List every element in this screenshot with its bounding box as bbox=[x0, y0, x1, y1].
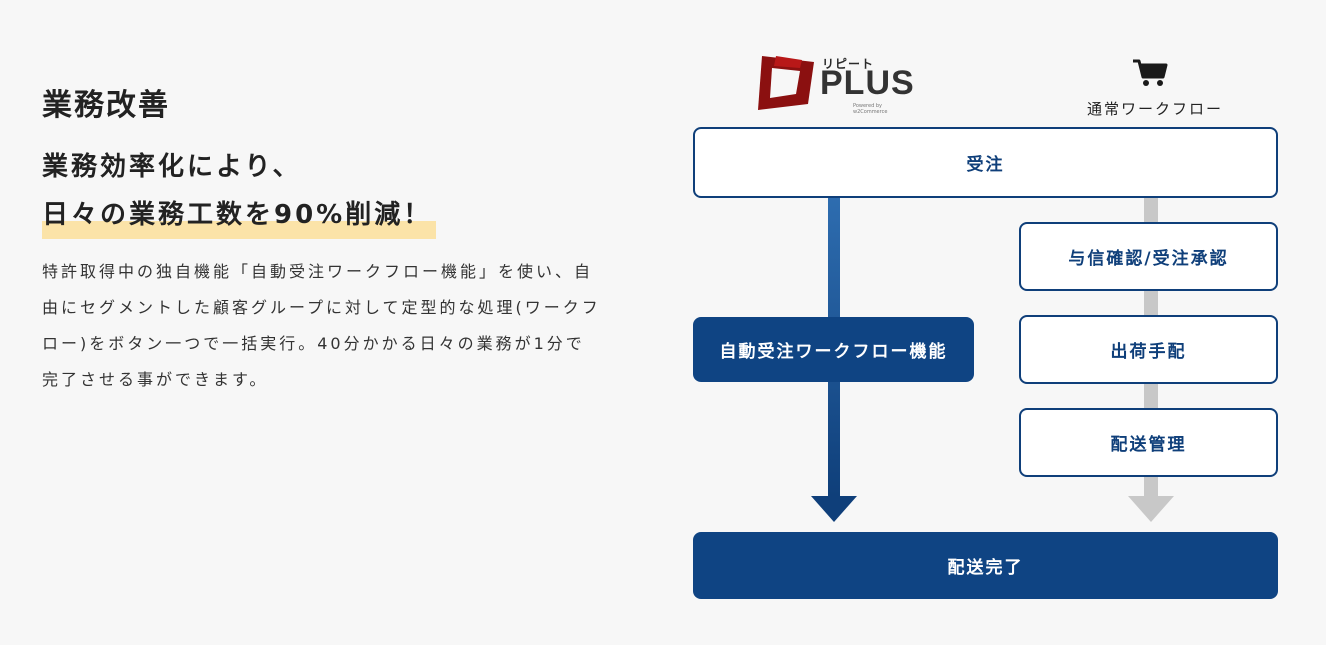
step-shipping-arrangement-box: 出荷手配 bbox=[1019, 315, 1278, 384]
order-box: 受注 bbox=[693, 127, 1278, 198]
logo-sub-text: リピート bbox=[822, 57, 875, 71]
headline-line-1: 業務効率化により、 bbox=[42, 152, 302, 182]
step-credit-check-box: 与信確認/受注承認 bbox=[1019, 222, 1278, 291]
headline: 業務効率化により、 日々の業務工数を90%削減！ bbox=[42, 143, 437, 239]
headline-line-2: 日々の業務工数を90%削減！ bbox=[42, 191, 437, 239]
delivery-complete-box: 配送完了 bbox=[693, 532, 1278, 599]
description-text: 特許取得中の独自機能「自動受注ワークフロー機能」を使い、自由にセグメントした顧客… bbox=[42, 262, 601, 389]
section-title: 業務改善 bbox=[42, 88, 170, 123]
logo-tagline: Powered by w2Commerce bbox=[853, 103, 888, 115]
normal-workflow-label: 通常ワークフロー bbox=[1086, 100, 1223, 118]
cart-icon bbox=[1133, 59, 1168, 86]
auto-workflow-box: 自動受注ワークフロー機能 bbox=[693, 317, 974, 382]
step-delivery-management-box: 配送管理 bbox=[1019, 408, 1278, 477]
logo-main-text: PLUS bbox=[820, 64, 915, 102]
logo-mark-icon bbox=[758, 56, 814, 110]
repeat-plus-logo: リピート PLUS Powered by w2Commerce bbox=[756, 52, 914, 115]
